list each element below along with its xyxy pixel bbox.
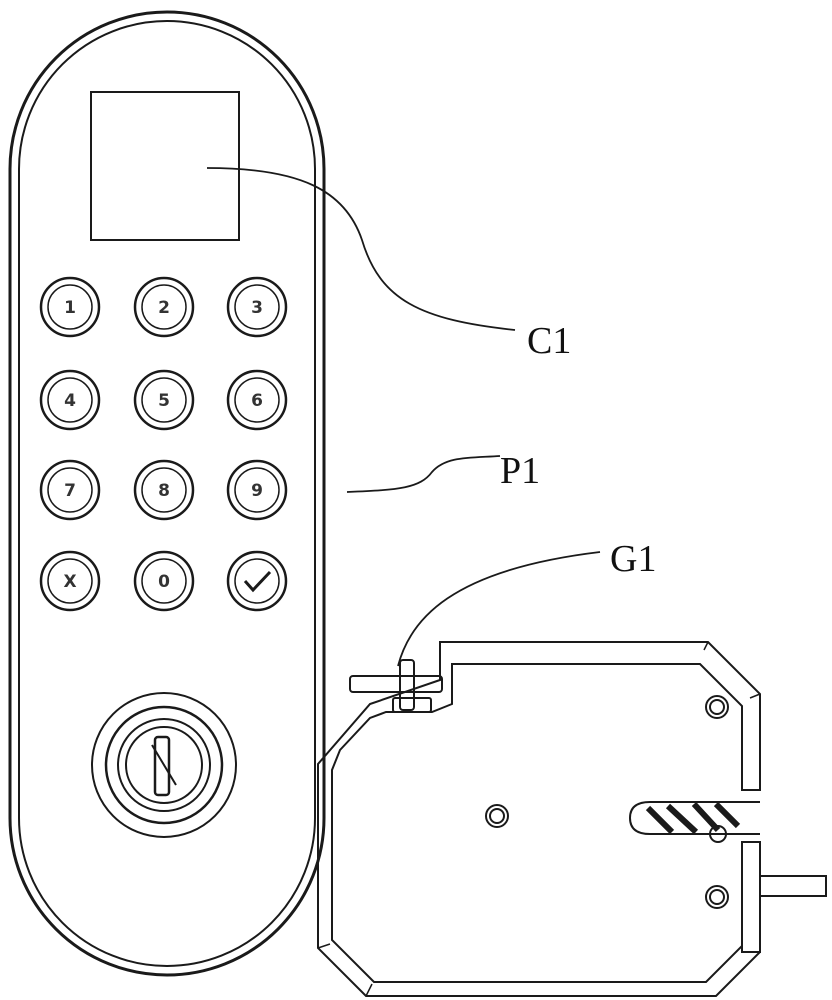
key-7: 7 xyxy=(41,461,99,519)
key-confirm xyxy=(228,552,286,610)
leader-g1 xyxy=(398,552,600,666)
key-9: 9 xyxy=(228,461,286,519)
key-3: 3 xyxy=(228,278,286,336)
key-label: 3 xyxy=(251,298,263,318)
key-label: 6 xyxy=(251,391,263,411)
key-cylinder xyxy=(92,693,236,837)
key-8: 8 xyxy=(135,461,193,519)
check-icon xyxy=(245,572,270,590)
key-label: 9 xyxy=(251,481,263,501)
callout-label-c1: C1 xyxy=(527,322,571,360)
key-label: 7 xyxy=(64,481,76,501)
key-label: 2 xyxy=(158,298,170,318)
key-label: 1 xyxy=(64,298,76,318)
lock-body xyxy=(318,642,826,996)
key-4: 4 xyxy=(41,371,99,429)
callout-label-g1: G1 xyxy=(610,540,656,578)
key-label: 8 xyxy=(158,481,170,501)
leader-lines xyxy=(207,168,600,666)
key-0: 0 xyxy=(135,552,193,610)
key-2: 2 xyxy=(135,278,193,336)
key-6: 6 xyxy=(228,371,286,429)
key-label: X xyxy=(63,572,76,592)
key-label: 0 xyxy=(158,572,170,592)
key-label: 4 xyxy=(64,391,76,411)
keypad-keys: 1 2 3 4 5 6 7 8 9X 0 xyxy=(41,278,286,610)
key-1: 1 xyxy=(41,278,99,336)
callout-label-p1: P1 xyxy=(500,452,540,490)
key-label: 5 xyxy=(158,391,170,411)
key-5: 5 xyxy=(135,371,193,429)
display-screen xyxy=(91,92,239,240)
key-cancel: X xyxy=(41,552,99,610)
leader-p1 xyxy=(347,456,500,492)
